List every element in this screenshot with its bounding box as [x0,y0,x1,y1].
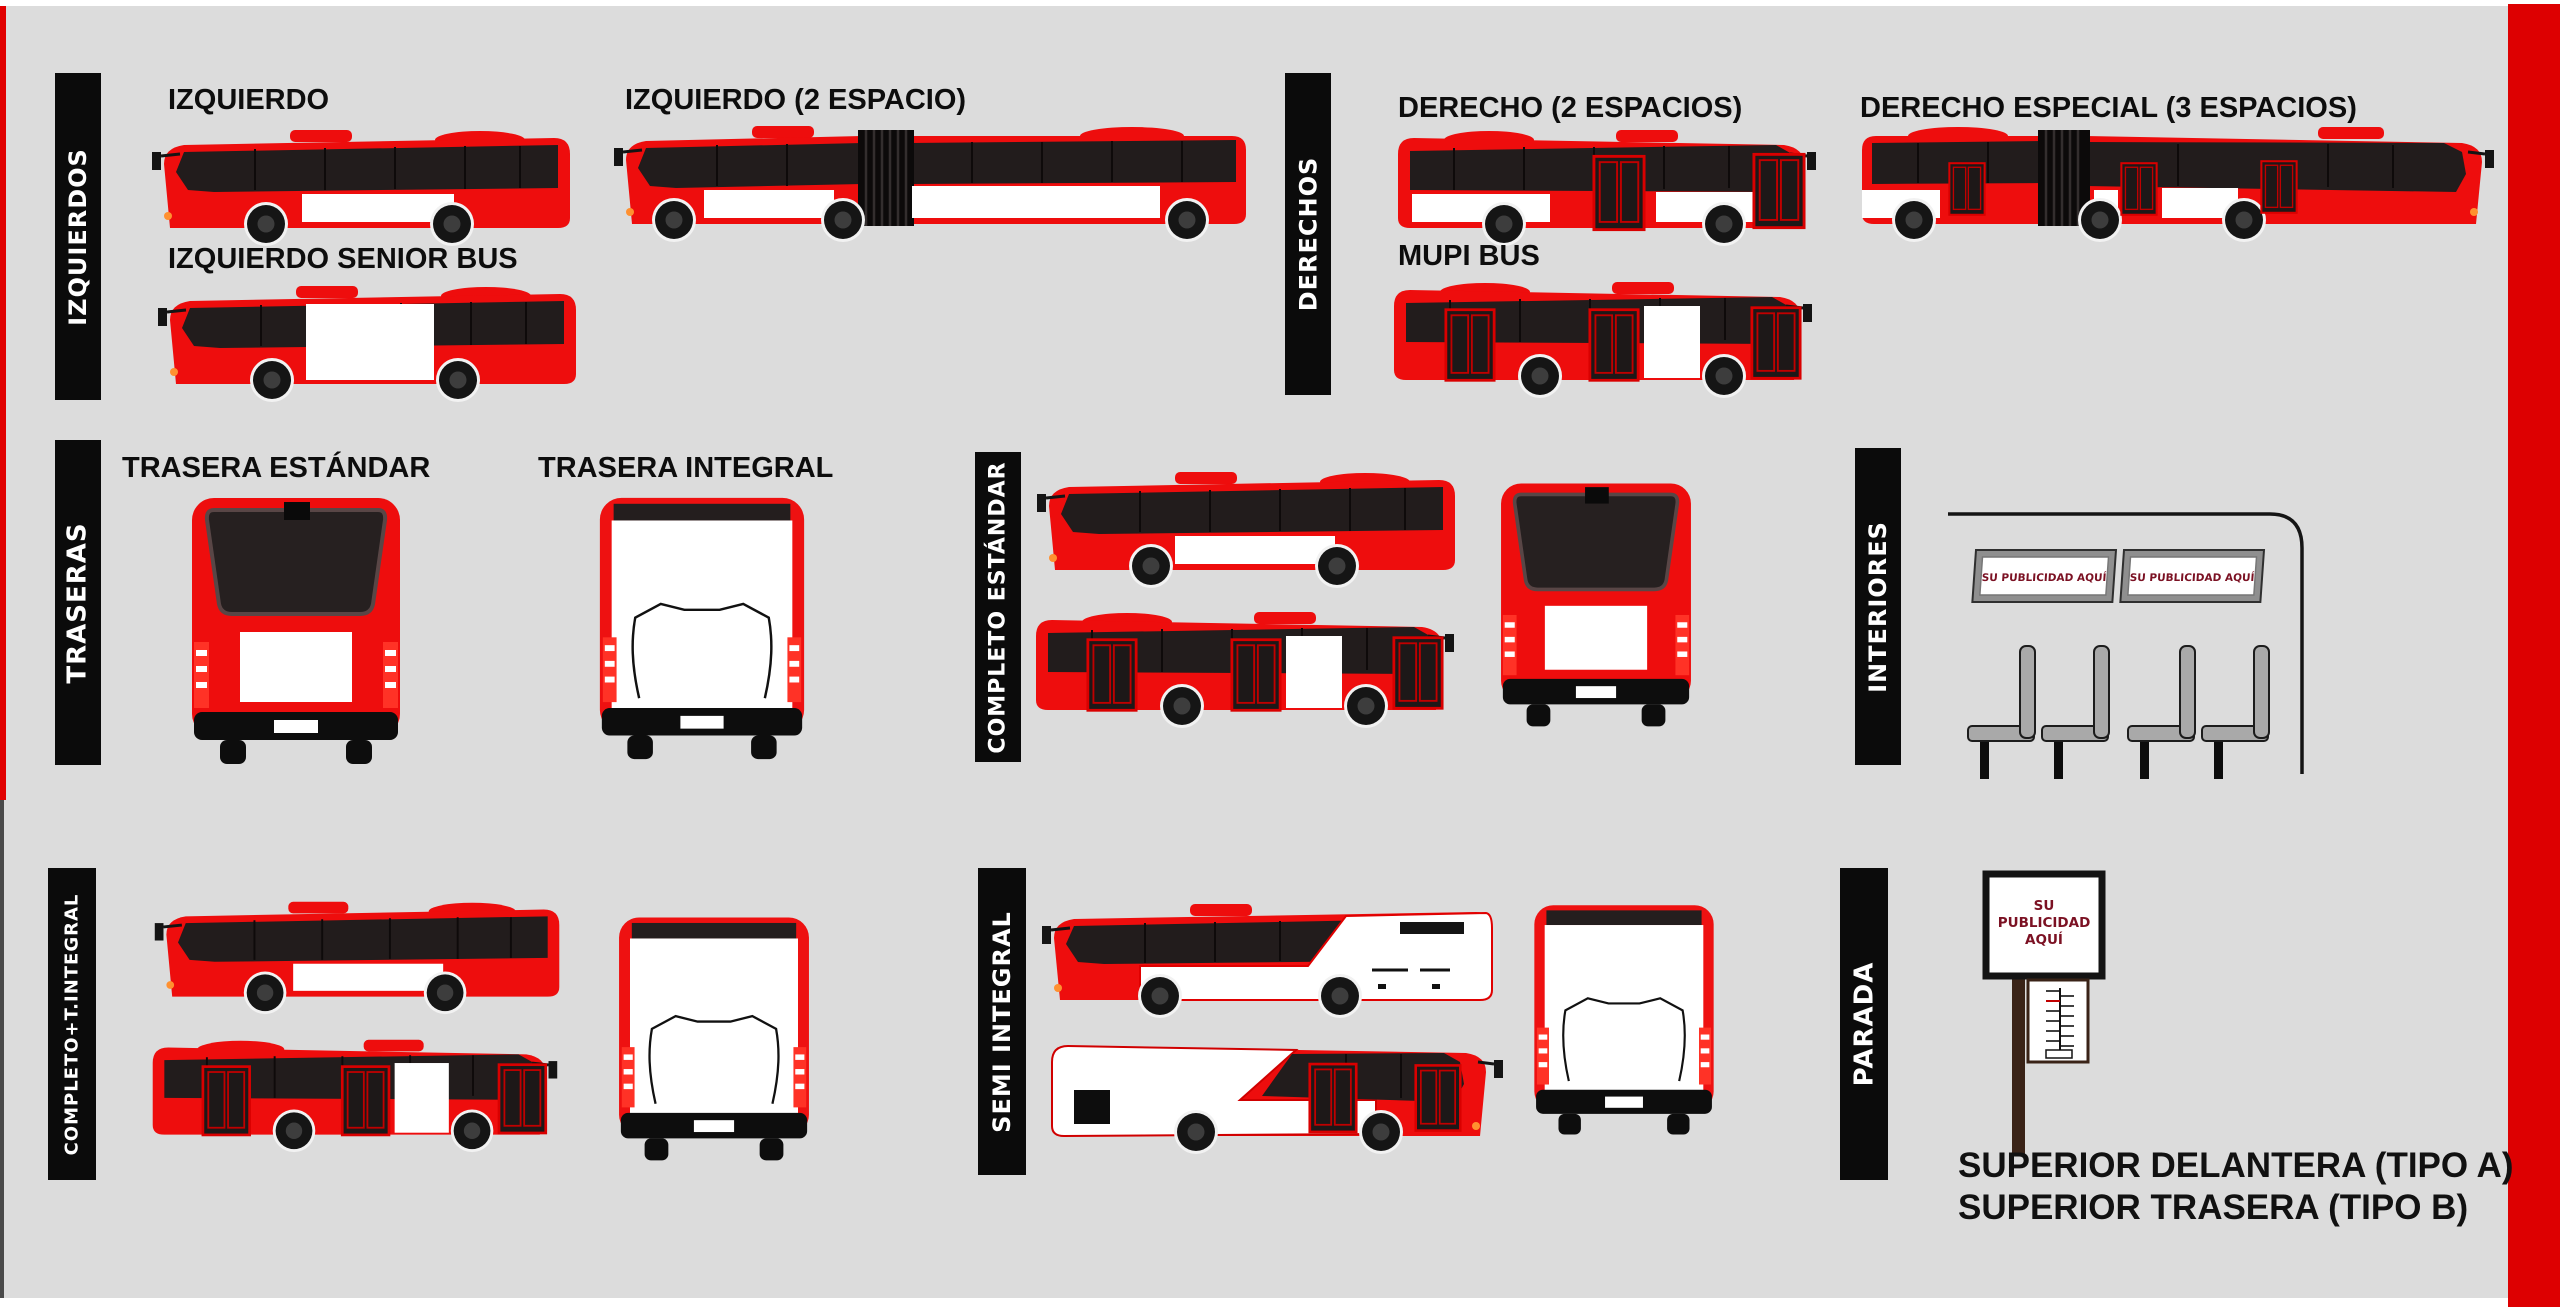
bus-door [1588,308,1640,382]
title-izquierdo: IZQUIERDO [168,84,330,116]
section-label-interiores: INTERIORES [1855,448,1901,765]
bus-rear-integral-illustration [588,492,816,763]
bus-door [1752,152,1806,230]
section-label-traseras-text: TRASERAS [63,521,94,684]
bus-door [497,1063,548,1135]
section-label-derechos-text: DERECHOS [1294,156,1323,312]
bus-stop-ad-board [1982,870,2106,980]
left-red-edge-line [0,6,6,800]
bus-stop-timetable-board [2026,978,2090,1064]
bus-completo-integral-right-illustration [148,1034,560,1153]
section-label-completo-integral-text: COMPLETO+T.INTEGRAL [61,893,83,1155]
bus-completo-rear-illustration [1490,478,1702,730]
bus-derecho-side-illustration [1394,124,1818,246]
bus-door [1308,1062,1358,1134]
section-label-semi-integral-text: SEMI INTEGRAL [988,910,1016,1133]
ad-space [1544,605,1648,670]
title-derecho-especial-3-espacios: DERECHO ESPECIAL (3 ESPACIOS) [1860,92,2357,124]
bus-completo-left-illustration [1035,466,1459,588]
right-red-stripe [2508,4,2560,1307]
bus-stop-ad-text-line2: PUBLICIDAD [1998,915,2091,931]
caption-superior-trasera: SUPERIOR TRASERA (TIPO B) [1958,1188,2469,1227]
bus-semi-integral-left-illustration [1042,904,1493,1018]
bus-stop-pole [2012,970,2025,1156]
section-label-derechos: DERECHOS [1285,73,1331,395]
ad-space-mupi [1644,306,1700,378]
bus-completo-integral-left-illustration [152,896,564,1015]
bus-door [1444,308,1496,382]
ad-space [306,304,434,380]
bus-stop-ad-text-line3: AQUÍ [2025,931,2063,948]
section-label-parada: PARADA [1840,868,1888,1180]
bus-stop-ad-text-line1: SU [2034,898,2055,914]
bus-mupi-illustration [1390,276,1814,398]
bus-izquierdo-side-illustration [150,124,574,246]
interior-wall-line [1948,512,2304,774]
caption-superior-delantera: SUPERIOR DELANTERA (TIPO A) [1958,1146,2514,1185]
title-izquierdo-2-espacio: IZQUIERDO (2 ESPACIO) [625,84,967,116]
section-label-izquierdos-text: IZQUIERDOS [64,147,93,326]
interior-ad-panel-text: SU PUBLICIDAD AQUÍ [2129,571,2255,584]
bus-door [340,1065,391,1137]
section-label-completo-estandar: COMPLETO ESTÁNDAR [975,452,1021,762]
title-derecho-2-espacios: DERECHO (2 ESPACIOS) [1398,92,1743,124]
section-label-semi-integral: SEMI INTEGRAL [978,868,1026,1175]
ad-space [394,1063,449,1133]
ad-space [704,190,834,218]
ad-space [1175,536,1335,564]
bus-derecho-articulado-illustration [1848,120,2496,242]
title-izquierdo-senior-bus: IZQUIERDO SENIOR BUS [168,243,518,275]
ad-space [240,632,352,702]
bus-door [1230,638,1282,712]
bus-interior-illustration: SU PUBLICIDAD AQUÍ SU PUBLICIDAD AQUÍ [1948,512,2304,779]
ad-space [293,963,444,991]
ad-space-wrap [1139,911,1493,1001]
bus-semi-integral-rear-illustration [1524,900,1724,1138]
section-label-traseras: TRASERAS [55,440,101,765]
bus-door [1086,638,1138,712]
section-label-izquierdos: IZQUIERDOS [55,73,101,400]
bus-completo-right-illustration [1032,606,1456,728]
bus-semi-integral-right-illustration [1051,1044,1503,1154]
section-label-interiores-text: INTERIORES [1864,520,1893,693]
bus-rear-standard-illustration [180,492,412,768]
title-trasera-estandar: TRASERA ESTÁNDAR [122,452,431,484]
section-label-completo-estandar-text: COMPLETO ESTÁNDAR [985,460,1011,754]
bus-door [2120,161,2158,217]
left-dark-edge-line [0,800,4,1298]
bus-door [1592,154,1646,232]
ad-space [912,186,1160,218]
bus-door [1392,636,1444,710]
interior-ad-panel: SU PUBLICIDAD AQUÍ [1971,549,2118,603]
ad-space [302,194,454,222]
section-label-parada-text: PARADA [1849,961,1880,1087]
bus-door [1948,161,1986,217]
ad-space [1286,636,1342,708]
bus-door [1414,1064,1462,1132]
bus-completo-integral-rear-illustration [608,912,820,1164]
bus-door [201,1065,252,1137]
bus-stop-sign-illustration: SU PUBLICIDAD AQUÍ [1982,870,2106,1156]
title-trasera-integral: TRASERA INTEGRAL [538,452,834,484]
interior-ad-panel-text: SU PUBLICIDAD AQUÍ [1981,571,2107,584]
bus-izquierdo-articulado-illustration [612,120,1260,242]
bus-izquierdo-senior-illustration [156,280,580,402]
interior-seats [1967,645,2270,779]
title-mupi-bus: MUPI BUS [1398,240,1540,272]
ad-space [1412,194,1550,222]
ad-space-wrap [1051,1044,1377,1138]
section-label-completo-integral: COMPLETO+T.INTEGRAL [48,868,96,1180]
bus-door [1750,306,1802,380]
bus-door [2260,159,2298,215]
interior-ad-panel: SU PUBLICIDAD AQUÍ [2119,549,2266,603]
